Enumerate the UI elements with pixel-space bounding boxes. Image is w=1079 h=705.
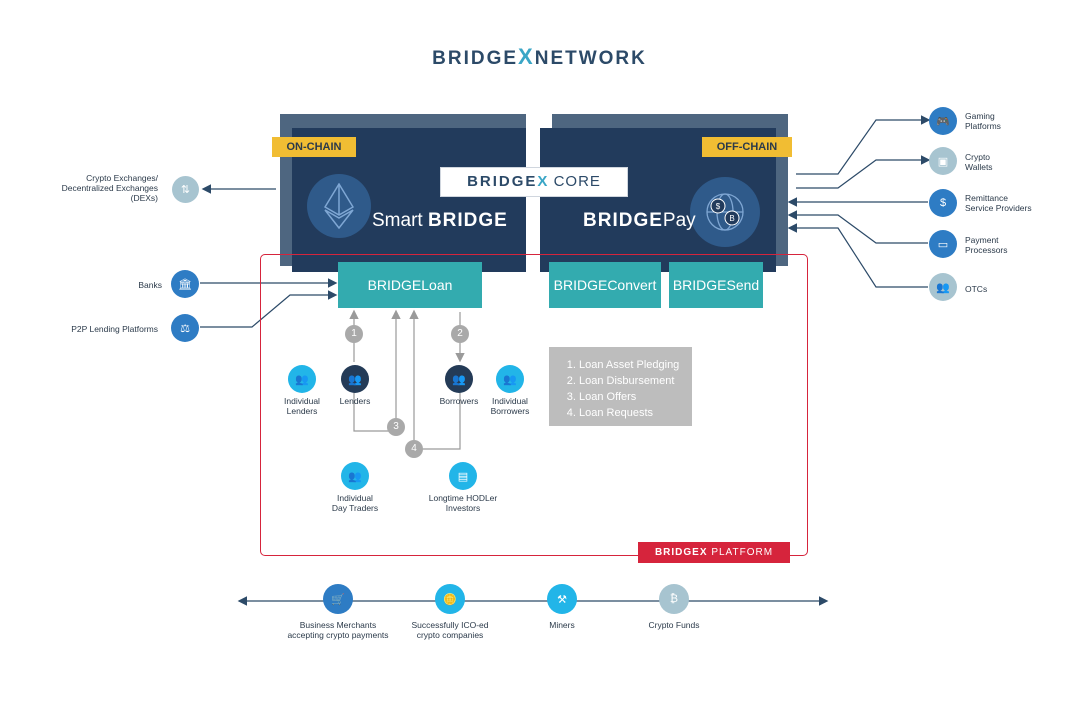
individual-borrowers-icon: 👥	[496, 365, 524, 393]
bridge-platform-box	[260, 254, 808, 556]
platform-x-mark: X	[699, 547, 708, 558]
bridge-loan-box: BRIDGELoan	[338, 262, 482, 308]
legend-item: Loan Asset Pledging	[579, 357, 692, 373]
logo-network-text: NETWORK	[534, 48, 647, 69]
legend-item: Loan Disbursement	[579, 373, 692, 389]
svg-text:B: B	[729, 214, 734, 223]
smart-bridge-bold: BRIDGE	[427, 210, 508, 231]
miners-label: Miners	[549, 620, 575, 630]
payment-label: Payment Processors	[965, 235, 1008, 255]
wallet-icon: ▣	[929, 147, 957, 175]
legend-item: Loan Requests	[579, 405, 692, 421]
individual-lenders-label: Individual Lenders	[284, 396, 320, 416]
merchants-label: Business Merchants accepting crypto paym…	[287, 620, 389, 640]
banks-label: Banks	[138, 280, 162, 290]
loan-steps-legend: Loan Asset Pledging Loan Disbursement Lo…	[549, 347, 692, 426]
borrowers-label: Borrowers	[439, 396, 479, 406]
borrowers-icon: 👥	[445, 365, 473, 393]
gaming-label: Gaming Platforms	[965, 111, 1001, 131]
crypto-funds-label: Crypto Funds	[648, 620, 700, 630]
step-4-badge: 4	[405, 440, 423, 458]
card-icon: ▭	[929, 230, 957, 258]
merchant-icon: 🛒	[323, 584, 353, 614]
platform-text: PLATFORM	[711, 547, 774, 558]
remittance-label: Remittance Service Providers	[965, 193, 1032, 213]
lenders-icon: 👥	[341, 365, 369, 393]
legend-item: Loan Offers	[579, 389, 692, 405]
on-chain-tag: ON-CHAIN	[272, 137, 356, 157]
logo-bridge-text: BRIDGE	[432, 48, 519, 69]
smart-bridge-light: Smart	[372, 210, 428, 231]
step-2-badge: 2	[451, 325, 469, 343]
mining-icon: ⚒	[547, 584, 577, 614]
bridge-platform-tag: BRIDGEX PLATFORM	[638, 542, 790, 563]
ico-coin-icon: 🪙	[435, 584, 465, 614]
off-chain-tag: OFF-CHAIN	[702, 137, 792, 157]
lenders-label: Lenders	[339, 396, 371, 406]
step-3-badge: 3	[387, 418, 405, 436]
bitcoin-icon: ₿	[659, 584, 689, 614]
core-x-mark: X	[537, 173, 549, 190]
bridge-core-label: BRIDGEX CORE	[440, 167, 628, 197]
individual-lenders-icon: 👥	[288, 365, 316, 393]
remittance-icon: $	[929, 189, 957, 217]
day-traders-label: Individual Day Traders	[331, 493, 379, 513]
step-1-badge: 1	[345, 325, 363, 343]
wallets-label: Crypto Wallets	[965, 152, 993, 172]
core-bridge-text: BRIDGE	[467, 173, 538, 190]
logo-x-mark: X	[518, 44, 535, 69]
day-traders-icon: 👥	[341, 462, 369, 490]
bridge-send-box: BRIDGESend	[669, 262, 763, 308]
globe-coins-icon: $B	[690, 177, 760, 247]
hodler-label: Longtime HODLer Investors	[428, 493, 498, 513]
bridge-pay-title: BRIDGEPay	[583, 210, 696, 232]
exchanges-label: Crypto Exchanges/ Decentralized Exchange…	[61, 173, 158, 203]
bridge-convert-box: BRIDGEConvert	[549, 262, 661, 308]
ico-label: Successfully ICO-ed crypto companies	[411, 620, 489, 640]
bridge-network-logo: BRIDGEXNETWORK	[0, 44, 1079, 70]
safe-icon: ▤	[449, 462, 477, 490]
platform-bridge-text: BRIDGE	[654, 547, 700, 558]
p2p-icon: ⚖	[171, 314, 199, 342]
ethereum-icon	[307, 174, 371, 238]
individual-borrowers-label: Individual Borrowers	[490, 396, 530, 416]
p2p-label: P2P Lending Platforms	[71, 324, 158, 334]
core-text: CORE	[553, 173, 601, 190]
bank-icon: 🏛	[171, 270, 199, 298]
people-icon: 👥	[929, 273, 957, 301]
gamepad-icon: 🎮	[929, 107, 957, 135]
otcs-label: OTCs	[965, 284, 988, 294]
bridge-pay-bold: BRIDGE	[583, 210, 663, 231]
exchange-icon: ⇅	[172, 176, 199, 203]
svg-text:$: $	[716, 202, 721, 211]
bridge-pay-light: Pay	[662, 210, 696, 231]
smart-bridge-title: Smart BRIDGE	[372, 210, 508, 232]
